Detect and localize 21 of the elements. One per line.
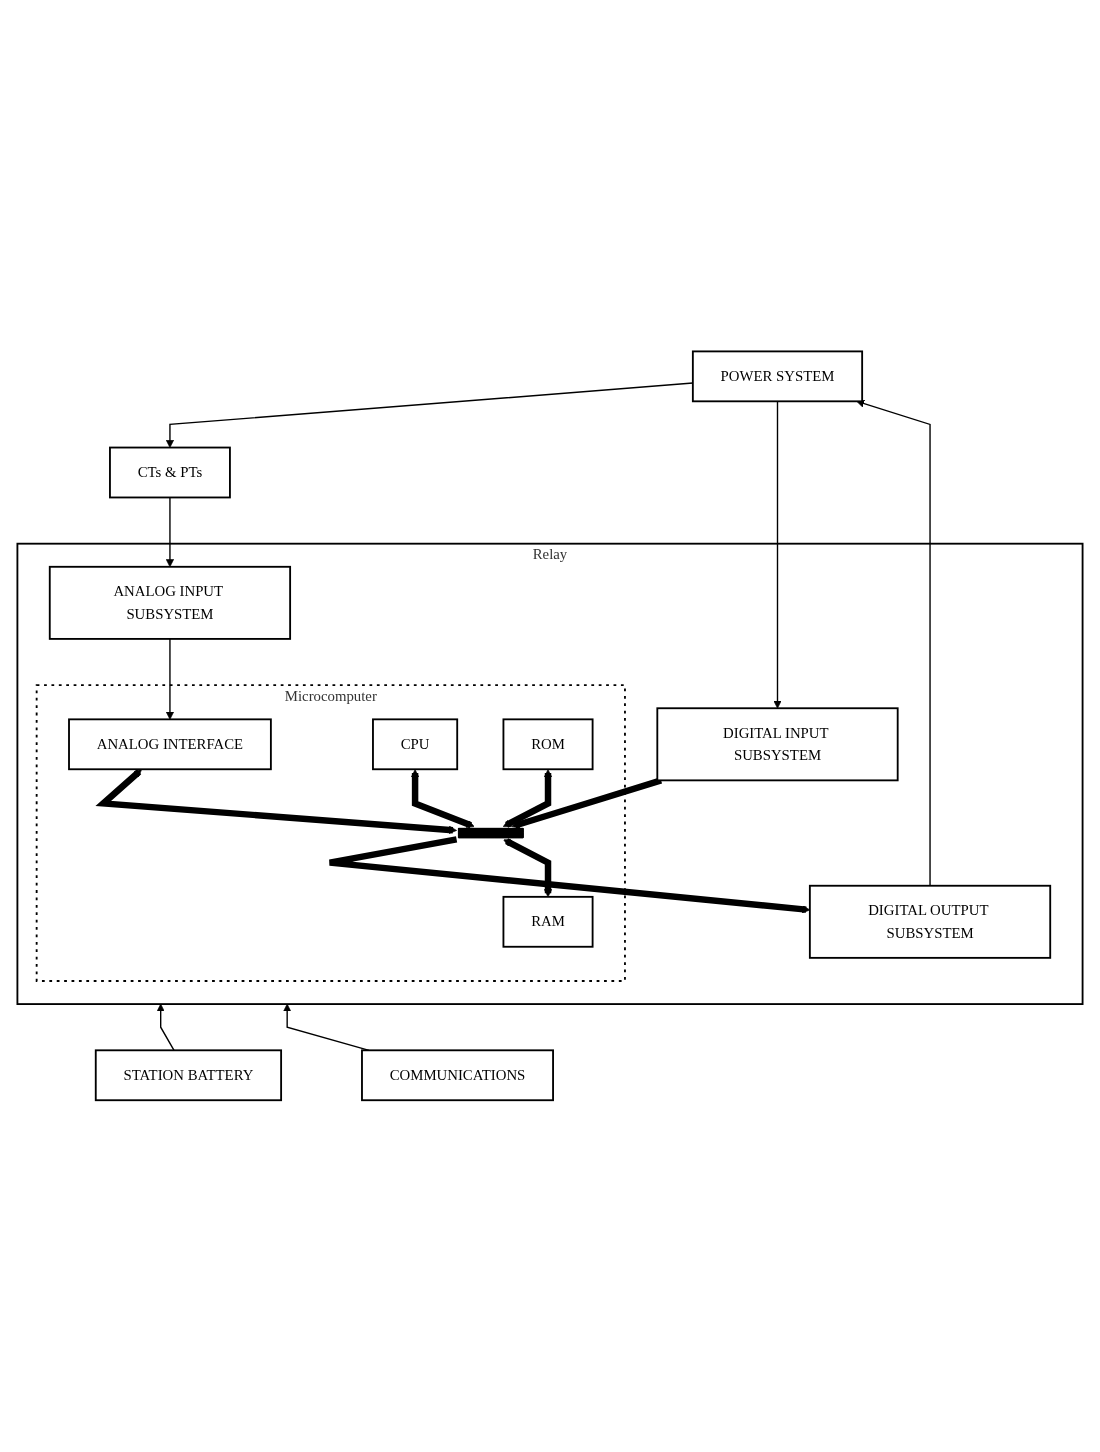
node-box: CPU bbox=[372, 718, 459, 771]
arrow bbox=[156, 1003, 175, 1052]
node-box: POWER SYSTEM bbox=[691, 350, 864, 403]
node-box: STATION BATTERY bbox=[94, 1049, 283, 1102]
arrow bbox=[511, 777, 663, 829]
arrow bbox=[165, 496, 174, 568]
arrow bbox=[856, 399, 931, 887]
arrow bbox=[773, 400, 782, 709]
node-box: DIGITAL INPUT SUBSYSTEM bbox=[656, 707, 899, 782]
arrow bbox=[502, 769, 553, 828]
node-box: ANALOG INTERFACE bbox=[68, 718, 272, 771]
arrow bbox=[95, 769, 457, 835]
node-box: DIGITAL OUTPUT SUBSYSTEM bbox=[808, 885, 1052, 959]
arrow bbox=[411, 769, 475, 829]
node-box: COMMUNICATIONS bbox=[361, 1049, 554, 1102]
node-box: RAM bbox=[502, 896, 594, 948]
arrow bbox=[503, 838, 553, 898]
node-box: ANALOG INPUT SUBSYSTEM bbox=[48, 566, 292, 641]
arrow bbox=[165, 638, 174, 720]
node-box: CTs & PTs bbox=[109, 446, 231, 499]
node-box: ROM bbox=[502, 718, 594, 771]
